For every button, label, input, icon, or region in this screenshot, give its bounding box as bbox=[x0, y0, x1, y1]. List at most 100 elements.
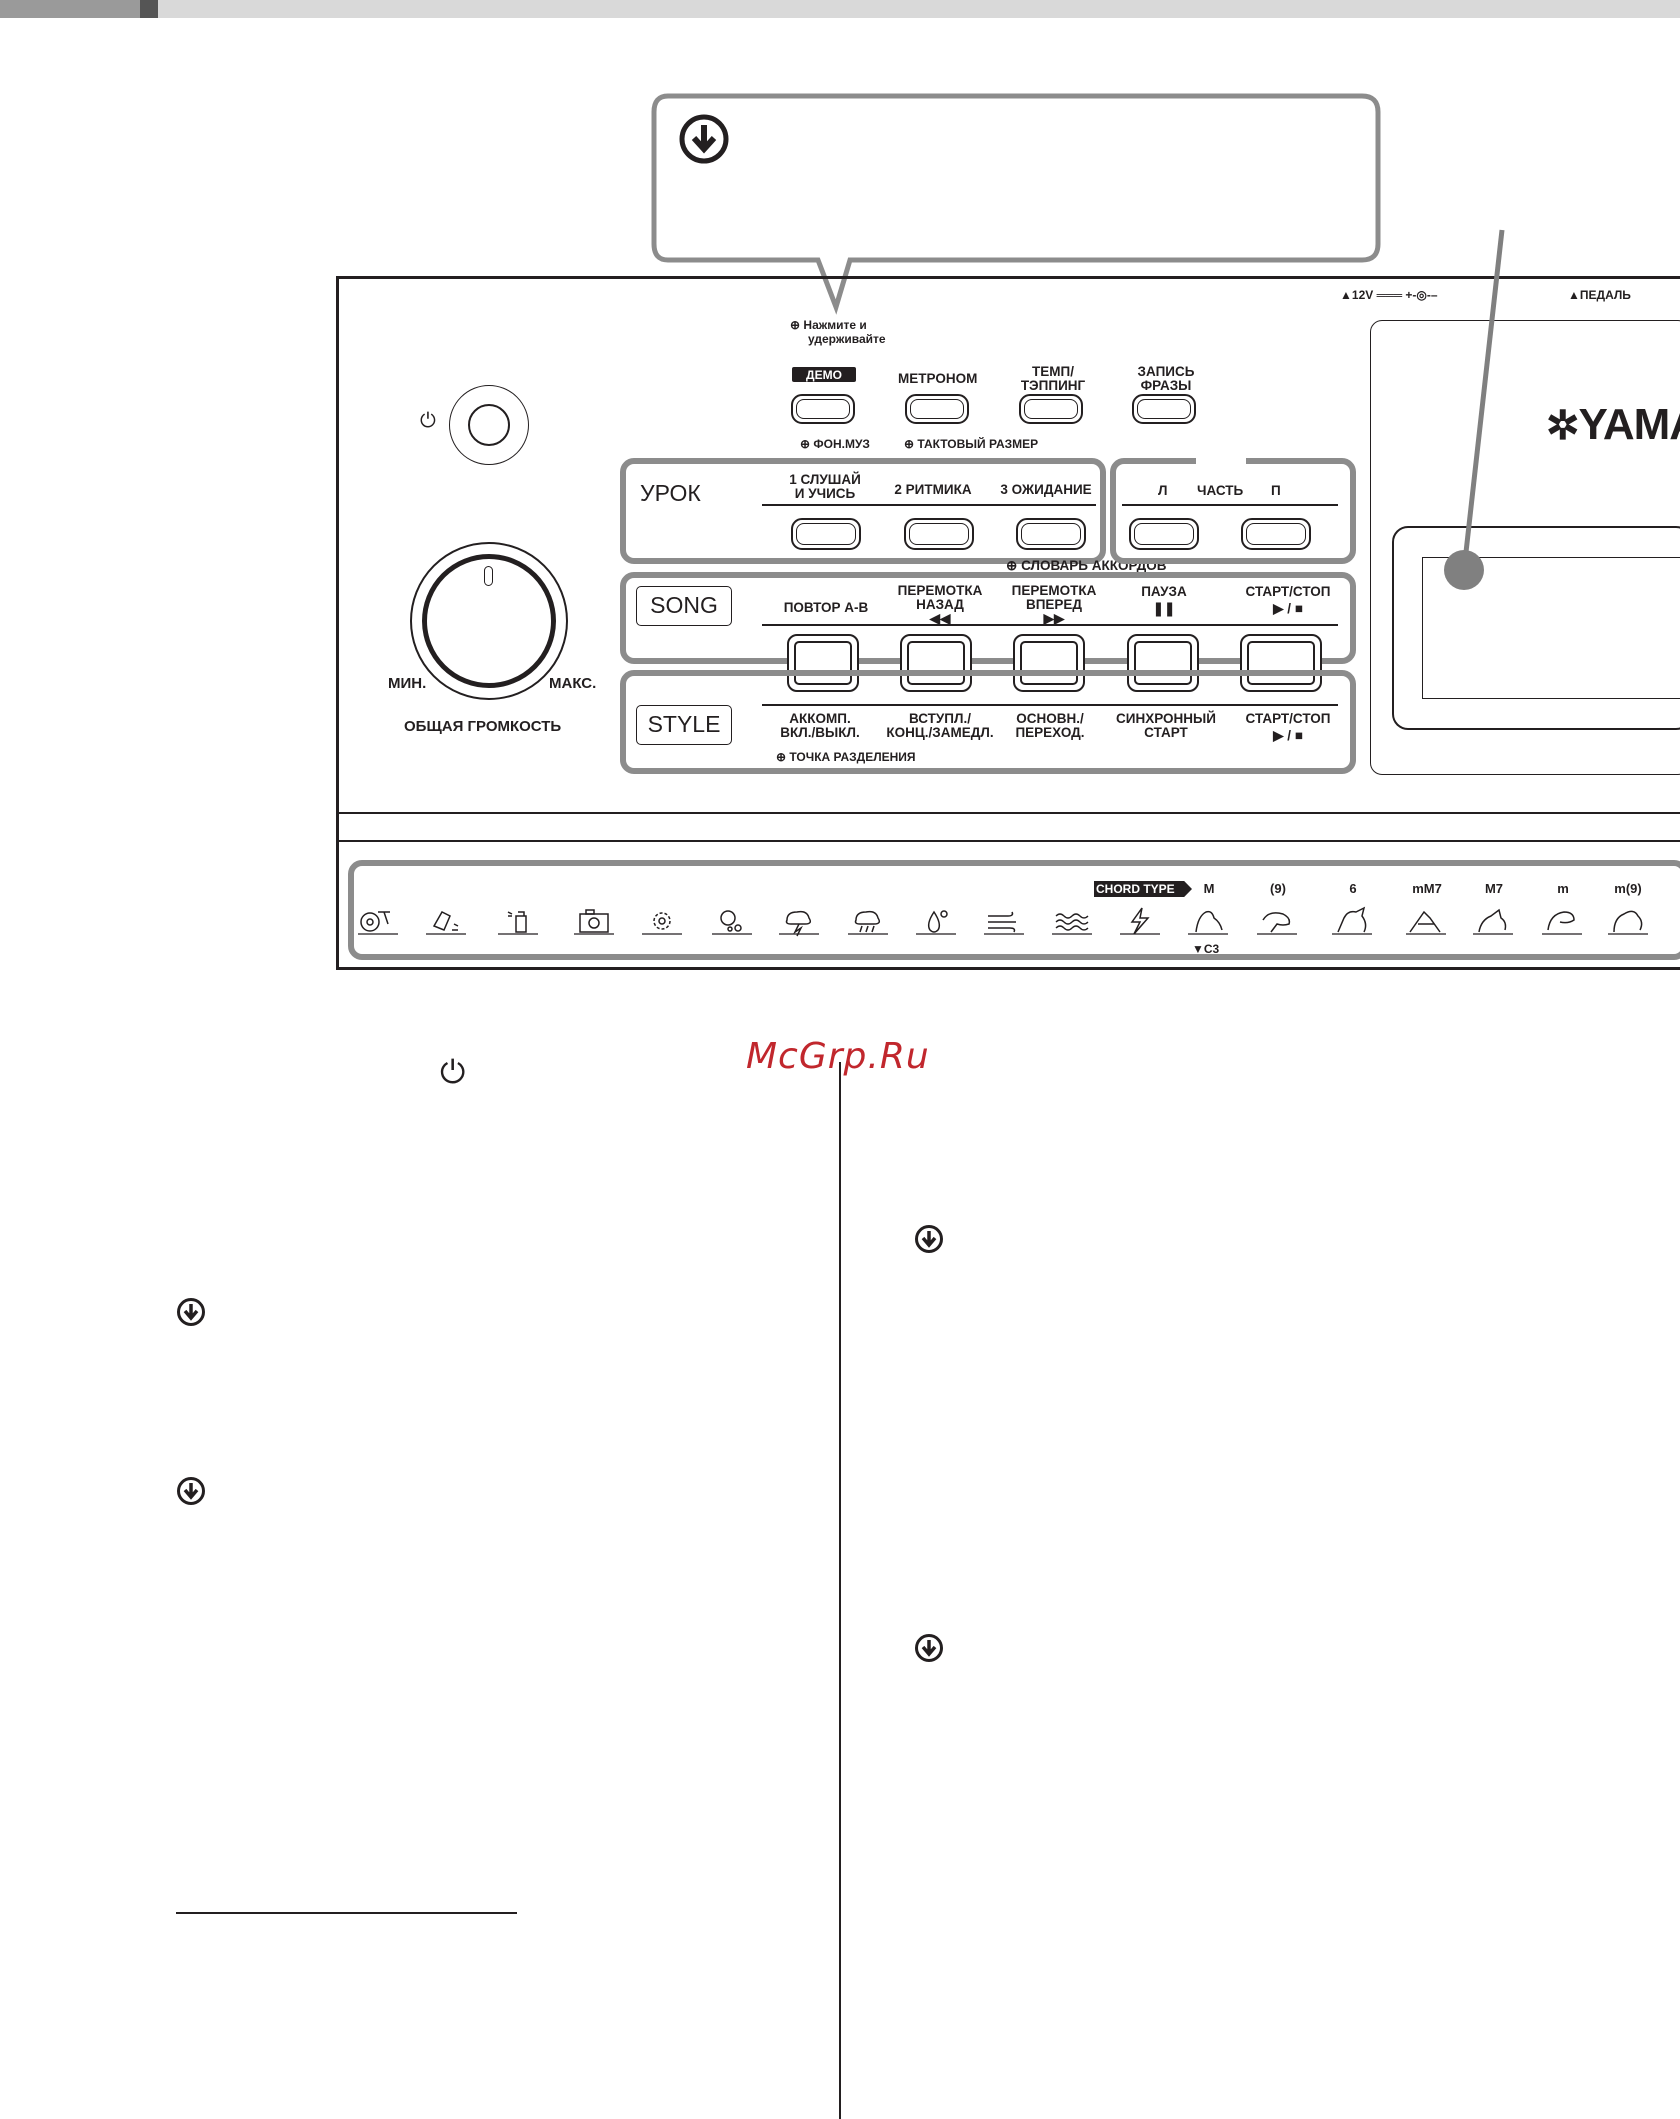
waves-icon bbox=[1052, 913, 1092, 935]
style-intro-label: ВСТУПЛ./КОНЦ./ЗАМЕДЛ. bbox=[886, 711, 994, 740]
animal-7-icon bbox=[1608, 910, 1648, 935]
lesson-group bbox=[620, 458, 1106, 564]
lesson-title: УРОК bbox=[640, 480, 701, 506]
part-right-button[interactable] bbox=[1241, 518, 1311, 550]
lesson-1-button[interactable] bbox=[791, 518, 861, 550]
part-gap bbox=[1196, 452, 1246, 466]
hold-down-icon bbox=[177, 1298, 205, 1326]
hold-down-icon bbox=[915, 1225, 943, 1253]
lcd-display bbox=[1392, 526, 1680, 730]
chord-type-M7: M7 bbox=[1484, 881, 1504, 896]
chord-type-bg bbox=[1094, 881, 1192, 897]
panel-divider-2 bbox=[338, 840, 1680, 842]
song-rule bbox=[762, 624, 1338, 626]
animal-3-icon bbox=[1332, 906, 1372, 935]
camera-icon bbox=[574, 909, 614, 935]
chord-type-mM7: mM7 bbox=[1412, 881, 1442, 896]
metronome-label: МЕТРОНОМ bbox=[898, 371, 978, 386]
lesson-3-label: 3 ОЖИДАНИЕ bbox=[1000, 482, 1092, 497]
song-group bbox=[620, 572, 1356, 664]
eraser-icon bbox=[426, 911, 466, 935]
lesson-2-label: 2 РИТМИКА bbox=[894, 482, 972, 497]
bubbles-icon bbox=[712, 910, 752, 935]
lesson-3-button[interactable] bbox=[1016, 518, 1086, 550]
demo-label-bg bbox=[792, 367, 856, 382]
lightning-icon bbox=[1120, 907, 1160, 935]
chord-type-6: 6 bbox=[1349, 881, 1357, 896]
chord-type-m: m bbox=[1557, 881, 1569, 896]
demo-button[interactable] bbox=[791, 394, 855, 424]
animal-c-icon bbox=[1188, 910, 1228, 935]
phrase-rec-button[interactable] bbox=[1132, 394, 1196, 424]
song-ab-repeat-button[interactable] bbox=[787, 634, 859, 692]
volume-max-label: МАКС. bbox=[549, 675, 597, 692]
part-left-button[interactable] bbox=[1129, 518, 1199, 550]
part-title: ЧАСТЬ bbox=[1197, 483, 1244, 498]
display-pointer bbox=[1444, 229, 1505, 590]
song-ab-label: ПОВТОР А-В bbox=[783, 600, 869, 615]
callout-bubble bbox=[651, 93, 1381, 315]
part-left-label: Л bbox=[1158, 483, 1168, 498]
hold-down-icon bbox=[177, 1477, 205, 1505]
song-title: SONG bbox=[636, 586, 732, 626]
animal-6-icon bbox=[1542, 911, 1582, 935]
wind-icon bbox=[984, 911, 1024, 935]
brand-logo: ✲YAMA bbox=[1546, 400, 1680, 449]
panel-divider-1 bbox=[338, 812, 1680, 814]
watermark: McGrp.Ru bbox=[746, 1036, 930, 1077]
tempo-tap-button[interactable] bbox=[1019, 394, 1083, 424]
metronome-button[interactable] bbox=[905, 394, 969, 424]
top-bar bbox=[0, 0, 1680, 18]
footnote-rule bbox=[176, 1912, 517, 1914]
song-fastforward-button[interactable] bbox=[1013, 634, 1085, 692]
volume-indicator bbox=[484, 566, 493, 586]
song-start-stop-button[interactable] bbox=[1240, 634, 1322, 692]
chord-type-m9: m(9) bbox=[1614, 881, 1642, 896]
lesson-rule bbox=[762, 504, 1096, 506]
tempo-label: ТЕМП/ТЭППИНГ bbox=[1020, 364, 1086, 393]
animal-2-icon bbox=[1257, 912, 1297, 935]
top-bar-tab bbox=[0, 0, 140, 18]
keyboard-strip bbox=[348, 860, 1680, 960]
gear-icon bbox=[642, 912, 682, 935]
lcd-screen bbox=[1422, 557, 1680, 699]
style-group bbox=[620, 670, 1356, 774]
style-rule bbox=[762, 704, 1338, 706]
chord-type-9: (9) bbox=[1270, 881, 1286, 896]
style-sub-label: ⊕ ТОЧКА РАЗДЕЛЕНИЯ bbox=[776, 750, 916, 764]
power-button[interactable] bbox=[468, 404, 510, 446]
rain-icon bbox=[848, 910, 888, 935]
metronome-sub-label: ⊕ ТАКТОВЫЙ РАЗМЕР bbox=[904, 437, 1039, 451]
animal-4-icon bbox=[1406, 910, 1446, 935]
power-symbol: ⏻ bbox=[420, 410, 436, 432]
volume-knob-outer bbox=[410, 542, 568, 700]
song-pause-button[interactable] bbox=[1127, 634, 1199, 692]
power-icon: ⏻ bbox=[440, 1054, 466, 1090]
drops-icon bbox=[916, 910, 956, 935]
style-title: STYLE bbox=[636, 705, 732, 745]
connector-pedal: ▲ПЕДАЛЬ bbox=[1568, 288, 1631, 302]
storm-icon bbox=[779, 910, 819, 937]
display-housing bbox=[1370, 320, 1680, 775]
spray-icon bbox=[498, 911, 538, 935]
style-acmp-label: АККОМП.ВКЛ./ВЫКЛ. bbox=[780, 711, 860, 740]
chord-type-M: M bbox=[1203, 881, 1215, 896]
song-rewind-button[interactable] bbox=[900, 634, 972, 692]
part-rule bbox=[1122, 504, 1338, 506]
power-switch-ring bbox=[449, 385, 529, 465]
volume-knob[interactable] bbox=[422, 554, 556, 688]
lesson-2-button[interactable] bbox=[904, 518, 974, 550]
part-right-label: П bbox=[1271, 483, 1281, 498]
panel-frame bbox=[336, 276, 1680, 970]
song-start-label: СТАРТ/СТОП▶ / ■ bbox=[1245, 584, 1331, 617]
column-divider bbox=[839, 1062, 841, 2119]
hold-down-icon bbox=[679, 114, 729, 164]
style-start-label: СТАРТ/СТОП▶ / ■ bbox=[1245, 711, 1331, 744]
volume-min-label: МИН. bbox=[388, 675, 427, 692]
demo-sub-label: ⊕ ФОН.МУЗ bbox=[800, 437, 870, 451]
